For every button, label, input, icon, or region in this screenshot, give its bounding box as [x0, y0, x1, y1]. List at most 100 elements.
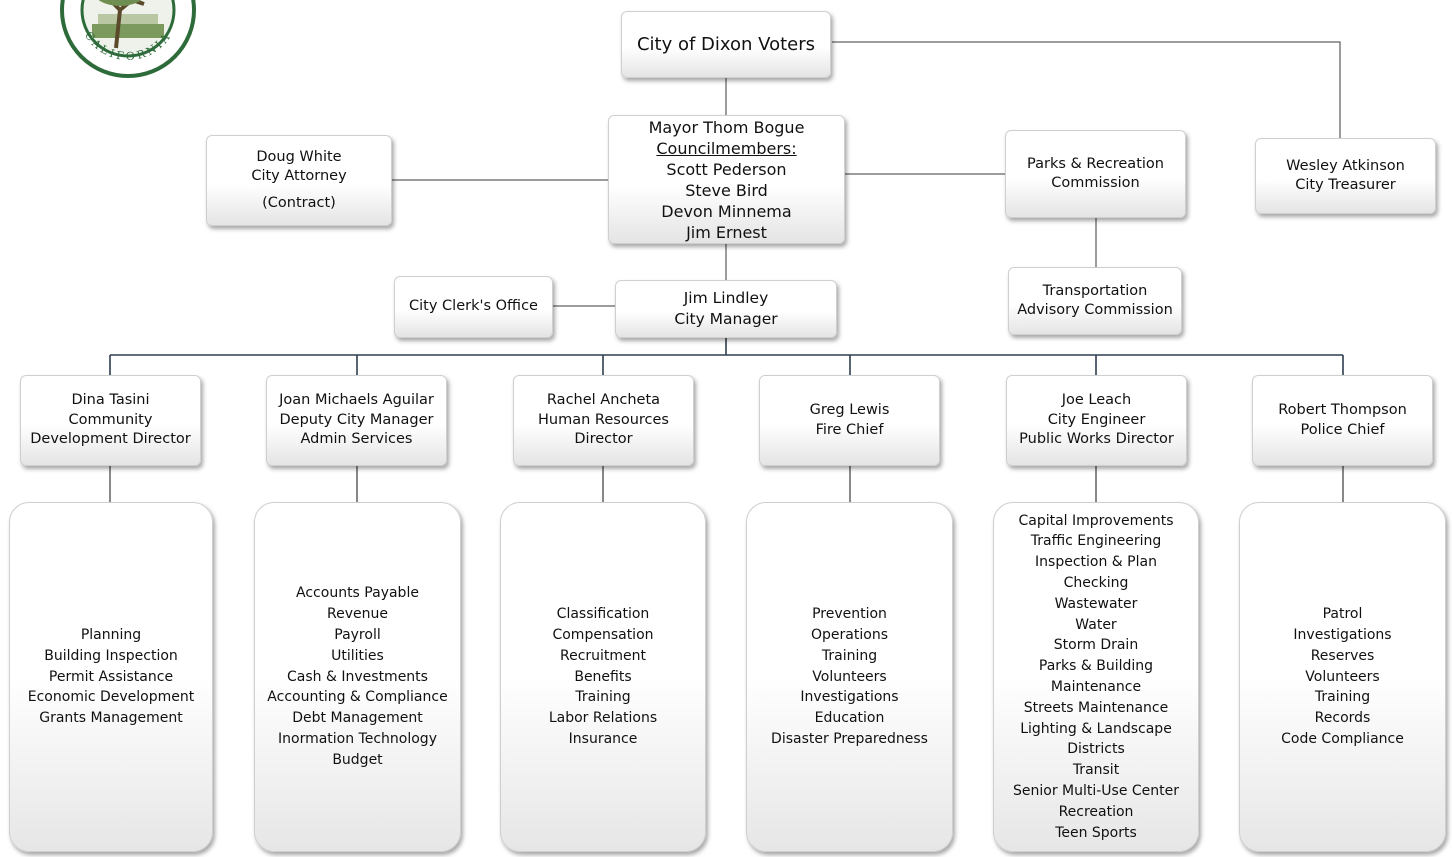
manager-box: Jim Lindley City Manager — [615, 280, 837, 338]
treasurer-name: Wesley Atkinson — [1286, 157, 1405, 174]
function-item: Training — [575, 689, 631, 706]
function-item: Lighting & Landscape — [1020, 720, 1172, 737]
function-item: Patrol — [1322, 606, 1363, 623]
voters-label: City of Dixon Voters — [636, 33, 815, 55]
treasurer-title: City Treasurer — [1295, 177, 1396, 193]
function-item: Streets Maintenance — [1023, 699, 1169, 716]
function-item: Operations — [811, 627, 888, 643]
function-item: Storm Drain — [1053, 637, 1139, 654]
clerk-label: City Clerk's Office — [409, 298, 538, 315]
director-line: Fire Chief — [815, 421, 884, 438]
function-item: Inormation Technology — [278, 730, 437, 747]
director-line: Public Works Director — [1019, 431, 1174, 448]
functions-box-human-resources: Classification Compensation Recruitment … — [500, 502, 706, 852]
function-item: Permit Assistance — [48, 668, 174, 685]
function-item: Accounting & Compliance — [267, 689, 448, 706]
transport-commission-box: Transportation Advisory Commission — [1008, 267, 1182, 335]
function-item: Transit — [1072, 762, 1120, 779]
director-line: Rachel Ancheta — [546, 392, 661, 409]
function-item: Payroll — [334, 627, 381, 643]
function-item: Planning — [80, 627, 142, 643]
functions-box-public-works: Capital Improvements Traffic Engineering… — [993, 502, 1199, 852]
transport-commission-line2: Advisory Commission — [1017, 302, 1173, 318]
attorney-note: (Contract) — [262, 194, 336, 211]
function-item: Recreation — [1058, 803, 1134, 820]
function-item: Checking — [1063, 575, 1129, 592]
director-line: Joe Leach — [1061, 392, 1132, 409]
function-item: Water — [1075, 616, 1117, 633]
attorney-box: Doug White City Attorney (Contract) — [206, 135, 392, 226]
function-item: Revenue — [327, 606, 388, 623]
councilmember: Scott Pederson — [666, 159, 787, 179]
director-box-human-resources: Rachel Ancheta Human Resources Director — [513, 375, 694, 466]
function-item: Labor Relations — [548, 710, 658, 727]
function-item: Parks & Building — [1038, 658, 1154, 675]
director-line: Robert Thompson — [1278, 402, 1407, 418]
function-item: Inspection & Plan — [1035, 554, 1157, 571]
function-item: Reserves — [1310, 647, 1375, 664]
parks-commission-box: Parks & Recreation Commission — [1005, 130, 1186, 218]
function-item: Maintenance — [1050, 679, 1142, 695]
function-item: Training — [821, 647, 878, 664]
function-item: Records — [1314, 710, 1371, 727]
functions-box-fire: Prevention Operations Training Volunteer… — [746, 502, 953, 852]
city-seal-logo: CALIFORNIA — [60, 0, 196, 78]
function-item: Volunteers — [1305, 668, 1380, 685]
director-box-public-works: Joe Leach City Engineer Public Works Dir… — [1006, 375, 1187, 466]
function-item: Building Inspection — [44, 647, 178, 664]
function-item: Recruitment — [559, 647, 647, 664]
function-item: Cash & Investments — [287, 668, 428, 685]
director-line: Community — [68, 411, 153, 428]
function-item: Education — [814, 710, 885, 727]
treasurer-box: Wesley Atkinson City Treasurer — [1255, 138, 1436, 214]
function-item: Budget — [332, 751, 383, 768]
councilmembers-heading: Councilmembers: — [656, 138, 797, 158]
function-item: Investigations — [800, 689, 899, 706]
function-item: Accounts Payable — [296, 585, 419, 602]
attorney-title: City Attorney — [251, 168, 347, 185]
voters-box: City of Dixon Voters — [621, 11, 831, 78]
function-item: Investigations — [1293, 627, 1392, 643]
function-item: Economic Development — [27, 689, 195, 706]
parks-commission-line2: Commission — [1051, 175, 1140, 191]
director-box-community-development: Dina Tasini Community Development Direct… — [20, 375, 201, 466]
functions-box-community-development: Planning Building Inspection Permit Assi… — [9, 502, 213, 852]
director-box-fire: Greg Lewis Fire Chief — [759, 375, 940, 466]
parks-commission-line1: Parks & Recreation — [1027, 155, 1164, 172]
manager-name: Jim Lindley — [683, 289, 769, 307]
function-item: Capital Improvements — [1018, 512, 1174, 529]
functions-box-admin-services: Accounts Payable Revenue Payroll Utiliti… — [254, 502, 461, 852]
function-item: Traffic Engineering — [1030, 533, 1162, 550]
function-item: Disaster Preparedness — [771, 730, 928, 747]
function-item: Insurance — [568, 730, 638, 747]
director-box-admin-services: Joan Michaels Aguilar Deputy City Manage… — [266, 375, 447, 466]
function-item: Wastewater — [1054, 595, 1138, 612]
function-item: Grants Management — [39, 710, 183, 727]
function-item: Prevention — [812, 606, 887, 623]
clerk-box: City Clerk's Office — [394, 276, 553, 338]
function-item: Compensation — [552, 627, 654, 643]
director-line: City Engineer — [1047, 411, 1146, 428]
function-item: Benefits — [574, 668, 632, 685]
function-item: Utilities — [331, 647, 384, 664]
director-line: Development Director — [30, 431, 191, 448]
director-line: Dina Tasini — [71, 392, 150, 409]
councilmember: Devon Minnema — [661, 201, 792, 221]
function-item: Code Compliance — [1281, 730, 1404, 747]
director-line: Joan Michaels Aguilar — [279, 392, 434, 409]
functions-box-police: Patrol Investigations Reserves Volunteer… — [1239, 502, 1446, 852]
director-box-police: Robert Thompson Police Chief — [1252, 375, 1433, 466]
mayor-name: Mayor Thom Bogue — [648, 117, 805, 137]
manager-title: City Manager — [674, 310, 778, 328]
councilmember: Jim Ernest — [686, 222, 767, 242]
function-item: Volunteers — [812, 668, 887, 685]
director-line: Police Chief — [1300, 421, 1385, 438]
function-item: Senior Multi-Use Center — [1012, 782, 1180, 799]
director-line: Human Resources — [538, 411, 669, 428]
function-item: Debt Management — [292, 710, 423, 727]
function-item: Districts — [1067, 741, 1125, 758]
attorney-name: Doug White — [256, 148, 342, 165]
councilmember: Steve Bird — [685, 180, 768, 200]
director-line: Director — [574, 431, 633, 448]
